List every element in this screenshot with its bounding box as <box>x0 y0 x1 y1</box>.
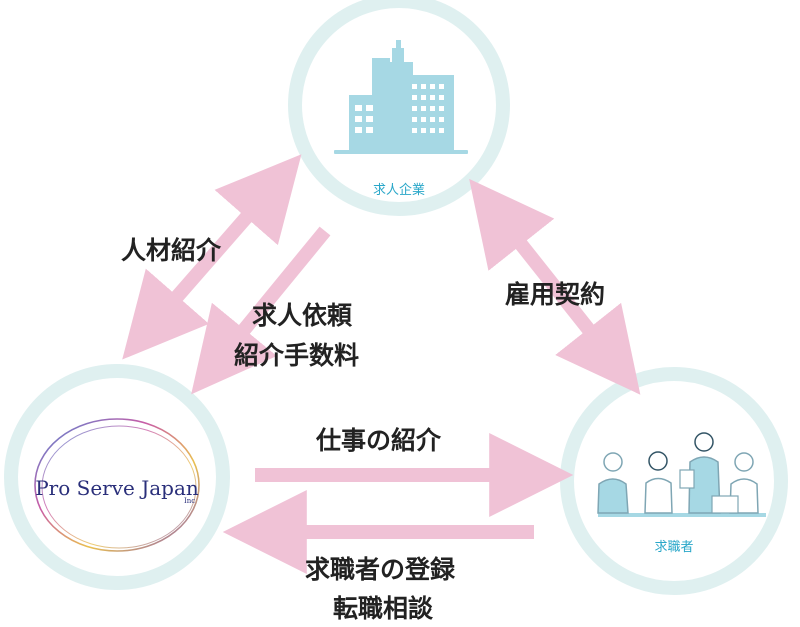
proserve-logo: Pro Serve Japan Inc <box>34 418 200 552</box>
people-meeting-icon <box>597 432 766 517</box>
registration-label-line2: 転職相談 <box>333 594 434 623</box>
request-label-line1: 求人依頼 <box>252 301 353 330</box>
building-icon <box>334 40 468 154</box>
company-label: 求人企業 <box>373 182 425 198</box>
referral-arrow <box>122 154 302 360</box>
referral-label: 人材紹介 <box>121 236 222 265</box>
contract-label: 雇用契約 <box>505 280 605 309</box>
logo-main-text: Pro Serve Japan <box>35 476 199 500</box>
seeker-label: 求職者 <box>654 540 693 555</box>
job-intro-label: 仕事の紹介 <box>315 426 442 455</box>
registration-label-line1: 求職者の登録 <box>305 555 456 584</box>
logo-sub-text: Inc <box>184 497 195 505</box>
request-arrow <box>191 226 331 395</box>
contract-arrow <box>469 178 641 395</box>
request-label-line2: 紹介手数料 <box>234 341 359 370</box>
